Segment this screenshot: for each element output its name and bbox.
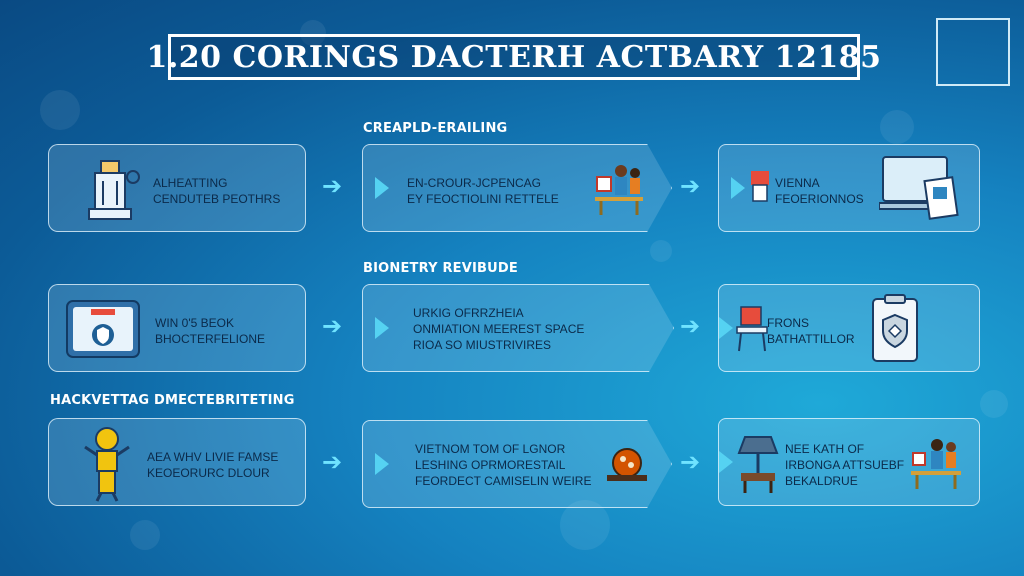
card-text-line: EY FEOCTIOLINI RETTELE (407, 192, 559, 206)
card-text-line: NEE KATH OF (785, 442, 865, 456)
card-row3-left: AEA WHV LIVIE FAMSE KEOEORURC DLOUR (48, 418, 306, 506)
corner-frame (936, 18, 1010, 86)
card-text-line: CENDUTEB PEOTHRS (153, 192, 281, 206)
section-label-3: HACKVETTAG DMECTEBRITETING (50, 393, 295, 408)
bokeh-dot (880, 110, 914, 144)
card-text-line: FRONS (767, 316, 809, 330)
arrow-right-icon: ➔ (322, 172, 343, 200)
people-desk-icon (595, 165, 643, 215)
section-label-2: BIONETRY REVIBUDE (363, 261, 518, 276)
card-row3-right: NEE KATH OF IRBONGA ATTSUEBF BEKALDRUE (718, 418, 980, 506)
bokeh-dot (980, 390, 1008, 418)
bokeh-dot (560, 500, 610, 550)
bokeh-dot (300, 20, 326, 46)
card-row2-left: WIN 0'5 BEOK BHOCTERFELIONE (48, 284, 306, 372)
play-icon (731, 177, 745, 199)
arrow-right-icon: ➔ (680, 448, 701, 476)
arrow-right-icon: ➔ (680, 312, 701, 340)
card-text-line: ALHEATTING (153, 176, 228, 190)
play-icon (375, 453, 389, 475)
title-banner: 1.20 CORINGS DACTERH ACTBARY 12185 (146, 34, 881, 80)
play-icon (375, 177, 389, 199)
card-text-line: VIENNA (775, 176, 820, 190)
card-text-line: URKIG OFRRZHEIA (413, 306, 524, 320)
arrow-right-icon: ➔ (322, 448, 343, 476)
play-icon (375, 317, 389, 339)
section-label-1: CREAPLD-ERAILING (363, 121, 508, 136)
card-row3-mid: VIETNOM TOM OF LGNOR LESHING OPRMORESTAI… (362, 420, 672, 508)
receipt-icon (751, 171, 769, 202)
card-text-line: RIOA SO MIUSTRIVIRES (413, 338, 552, 352)
card-row2-right: FRONS BATHATTILLOR (718, 284, 980, 372)
bokeh-dot (40, 90, 80, 130)
card-text-line: BEKALDRUE (785, 474, 858, 488)
page-title: 1.20 CORINGS DACTERH ACTBARY 12185 (146, 39, 882, 75)
card-text-line: WIN 0'5 BEOK (155, 316, 234, 330)
laptop-document-icon (879, 156, 959, 220)
pizza-icon (607, 448, 647, 481)
people-desk-icon (911, 439, 961, 489)
arrow-right-icon: ➔ (680, 172, 701, 200)
play-icon (719, 451, 733, 473)
card-text-line: KEOEORURC DLOUR (147, 466, 270, 480)
card-text-line: BATHATTILLOR (767, 332, 855, 346)
bokeh-dot (130, 520, 160, 550)
trophy-person-icon (84, 427, 130, 502)
card-row2-mid: URKIG OFRRZHEIA ONMIATION MEEREST SPACE … (362, 284, 674, 372)
chair-icon (736, 306, 768, 352)
card-text-line: IRBONGA ATTSUEBF (785, 458, 905, 472)
card-text-line: VIETNOM TOM OF LGNOR (415, 442, 566, 456)
arrow-right-icon: ➔ (322, 312, 343, 340)
card-text-line: LESHING OPRMORESTAIL (415, 458, 566, 472)
card-row1-mid: EN-CROUR-JCPENCAG EY FEOCTIOLINI RETTELE (362, 144, 672, 232)
card-text-line: FEORDECT CAMISELIN WEIRE (415, 474, 592, 488)
monument-icon (88, 160, 140, 220)
lamp-desk-icon (737, 436, 779, 493)
card-text-line: BHOCTERFELIONE (155, 332, 266, 346)
card-text-line: AEA WHV LIVIE FAMSE (147, 450, 279, 464)
clipboard-shield-icon (872, 294, 918, 362)
card-text-line: ONMIATION MEEREST SPACE (413, 322, 585, 336)
card-text-line: FEOERIONNOS (775, 192, 864, 206)
tablet-shield-icon (66, 300, 140, 358)
bokeh-dot (650, 240, 672, 262)
card-text-line: EN-CROUR-JCPENCAG (407, 176, 542, 190)
card-row1-right: VIENNA FEOERIONNOS (718, 144, 980, 232)
card-row1-left: ALHEATTING CENDUTEB PEOTHRS (48, 144, 306, 232)
play-icon (719, 317, 733, 339)
